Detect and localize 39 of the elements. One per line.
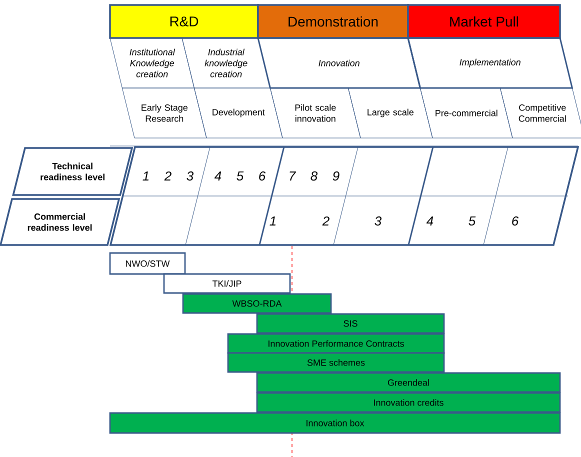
level-number: 9 — [332, 171, 340, 181]
stage-cell: Innovation — [257, 37, 422, 89]
stage-cell: Implementation — [407, 37, 574, 89]
scheme-bar: NWO/STW — [109, 252, 186, 275]
scheme-bar: SME schemes — [227, 352, 445, 373]
scheme-bar: SIS — [256, 313, 445, 334]
level-number: 8 — [310, 171, 318, 181]
stage-cell: Pre-commercial — [420, 88, 513, 138]
level-number: 6 — [259, 171, 266, 181]
level-number: 3 — [186, 171, 194, 181]
level-number: 4 — [426, 216, 434, 226]
level-number: 5 — [468, 216, 476, 226]
scheme-bar: Innovation Performance Contracts — [227, 333, 445, 354]
level-number: 2 — [164, 171, 172, 181]
stage-cell: Competitive Commercial — [500, 88, 581, 138]
level-number: 3 — [374, 216, 382, 226]
stage-cell: Large scale — [348, 88, 433, 138]
scheme-bar: TKI/JIP — [163, 273, 291, 294]
level-number: 1 — [142, 172, 149, 180]
level-number: 4 — [214, 172, 222, 180]
level-number: 2 — [322, 216, 330, 226]
row-label: Technical readiness level — [12, 147, 134, 196]
phase-header: Market Pull — [407, 4, 561, 39]
scheme-bar: Innovation box — [109, 412, 561, 434]
stage-cell: Industrial knowledge creation — [182, 38, 270, 88]
stage-cell: Institutional Knowledge creation — [110, 38, 194, 88]
level-number: 5 — [236, 171, 244, 181]
scheme-bar: Greendeal — [256, 372, 561, 393]
phase-header: R&D — [109, 4, 259, 39]
scheme-bar: WBSO-RDA — [182, 293, 332, 314]
level-number: 7 — [290, 172, 296, 180]
stage-cell: Development — [194, 88, 283, 138]
scheme-bar: Innovation credits — [256, 392, 561, 413]
stage-cell: Pilot scale innovation — [270, 88, 361, 138]
stage-cell: Early Stage Research — [122, 88, 207, 138]
phase-header: Demonstration — [257, 4, 409, 39]
level-number: 1 — [270, 216, 276, 226]
level-number: 6 — [512, 216, 519, 226]
row-label: Commercial readiness level — [0, 198, 120, 246]
